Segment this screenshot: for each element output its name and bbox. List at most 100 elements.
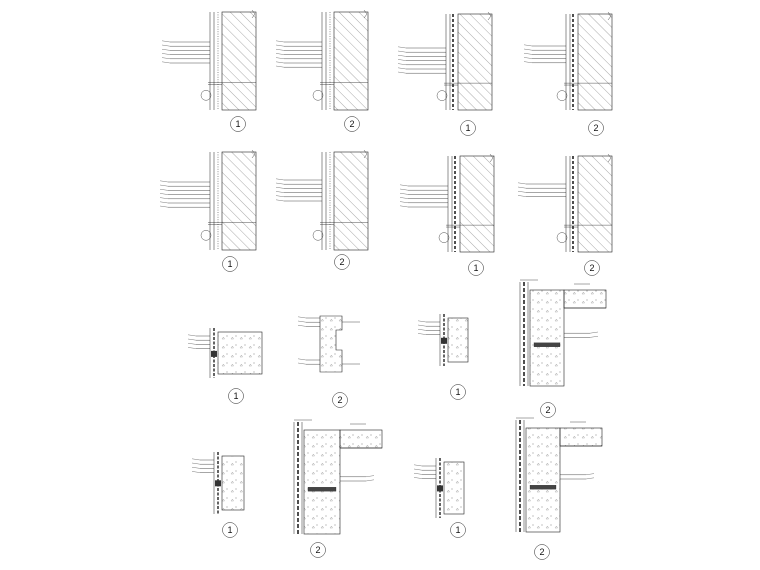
leader-tick — [159, 205, 169, 208]
detail-number: 1 — [227, 525, 232, 535]
canopy-detail — [519, 279, 607, 387]
detail-callout — [556, 232, 568, 243]
leader-tick — [275, 53, 285, 55]
leader-tick — [517, 195, 527, 197]
steel-member — [307, 487, 337, 492]
bubble-circle — [584, 260, 600, 276]
detail-number: 1 — [465, 123, 470, 133]
wall-hatch — [333, 11, 369, 111]
detail-callout — [556, 90, 568, 101]
leader-tick — [399, 188, 409, 191]
leader-tick — [275, 195, 285, 197]
leader-tick — [523, 53, 533, 55]
leader-tick — [397, 46, 407, 49]
wall-hatch — [333, 151, 369, 251]
detail-number: 1 — [235, 119, 240, 129]
leader-tick — [413, 473, 423, 475]
detail-callout — [312, 230, 324, 241]
detail-number-bubble: 2 — [310, 542, 326, 558]
detail-number: 1 — [455, 525, 460, 535]
bubble-circle — [450, 384, 466, 400]
substrate — [217, 331, 263, 375]
detail-number: 2 — [593, 123, 598, 133]
detail-number-bubble: 1 — [468, 260, 484, 276]
canopy-detail — [515, 417, 603, 533]
leader-tick — [159, 184, 169, 187]
bracket — [215, 480, 221, 487]
leader-tick — [275, 65, 285, 68]
leader-tick — [399, 205, 409, 208]
leader-tick — [297, 316, 307, 319]
profile-detail — [297, 315, 360, 373]
connection-detail — [413, 458, 465, 518]
detail-number: 2 — [589, 263, 594, 273]
leader-tick — [397, 67, 407, 70]
leader-tick — [517, 186, 527, 189]
leader-tick — [275, 182, 285, 185]
detail-callout — [436, 90, 448, 101]
bubble-circle — [534, 544, 550, 560]
detail-callout — [200, 230, 212, 241]
break-mark — [363, 149, 368, 159]
detail-number: 2 — [539, 547, 544, 557]
detail-number-bubble: 2 — [534, 544, 550, 560]
slab-projection — [559, 427, 603, 447]
bracket — [211, 350, 217, 357]
leader-tick — [275, 49, 285, 51]
detail-number: 2 — [349, 119, 354, 129]
detail-number-bubble: 1 — [230, 116, 246, 132]
leader-tick — [589, 331, 599, 334]
leader-tick — [187, 343, 197, 345]
break-mark — [251, 149, 256, 159]
wall-hatch — [221, 11, 257, 111]
leader-tick — [399, 184, 409, 187]
break-mark — [607, 153, 612, 163]
detail-number-bubble: 2 — [332, 392, 348, 408]
bubble-circle — [222, 522, 238, 538]
detail-number-bubble: 1 — [450, 384, 466, 400]
leader-tick — [161, 49, 171, 51]
detail-number: 2 — [339, 257, 344, 267]
leader-tick — [297, 320, 307, 323]
break-mark — [251, 9, 256, 19]
steel-member — [529, 485, 557, 490]
detail-number: 2 — [337, 395, 342, 405]
bubble-circle — [230, 116, 246, 132]
steel-member — [533, 342, 561, 347]
detail-number: 2 — [315, 545, 320, 555]
leader-tick — [161, 53, 171, 55]
slab-projection — [339, 429, 383, 449]
leader-tick — [275, 57, 285, 59]
bracket — [437, 485, 443, 492]
leader-tick — [159, 197, 169, 199]
detail-number: 2 — [545, 405, 550, 415]
leader-tick — [517, 182, 527, 185]
leader-tick — [275, 199, 285, 202]
bubble-circle — [310, 542, 326, 558]
detail-number-bubble: 2 — [334, 254, 350, 270]
wall-section-detail — [517, 153, 613, 253]
leader-tick — [413, 464, 423, 467]
bubble-circle — [334, 254, 350, 270]
wall-section-detail — [275, 149, 369, 251]
wall-section-detail — [159, 149, 257, 251]
connection-detail — [191, 452, 245, 514]
wall-hatch — [457, 13, 493, 111]
leader-tick — [417, 320, 427, 323]
canopy-detail — [293, 419, 383, 535]
leader-tick — [523, 61, 533, 63]
detail-callout — [312, 90, 324, 101]
leader-tick — [191, 458, 201, 461]
substrate — [447, 317, 469, 363]
leader-tick — [397, 55, 407, 57]
wall-hatch — [221, 151, 257, 251]
break-mark — [489, 153, 494, 163]
leader-tick — [417, 324, 427, 327]
concrete-body — [303, 429, 341, 535]
leader-tick — [297, 325, 307, 327]
leader-tick — [365, 479, 375, 482]
break-mark — [607, 11, 612, 21]
wall-section-detail — [275, 9, 369, 111]
leader-tick — [417, 333, 427, 335]
